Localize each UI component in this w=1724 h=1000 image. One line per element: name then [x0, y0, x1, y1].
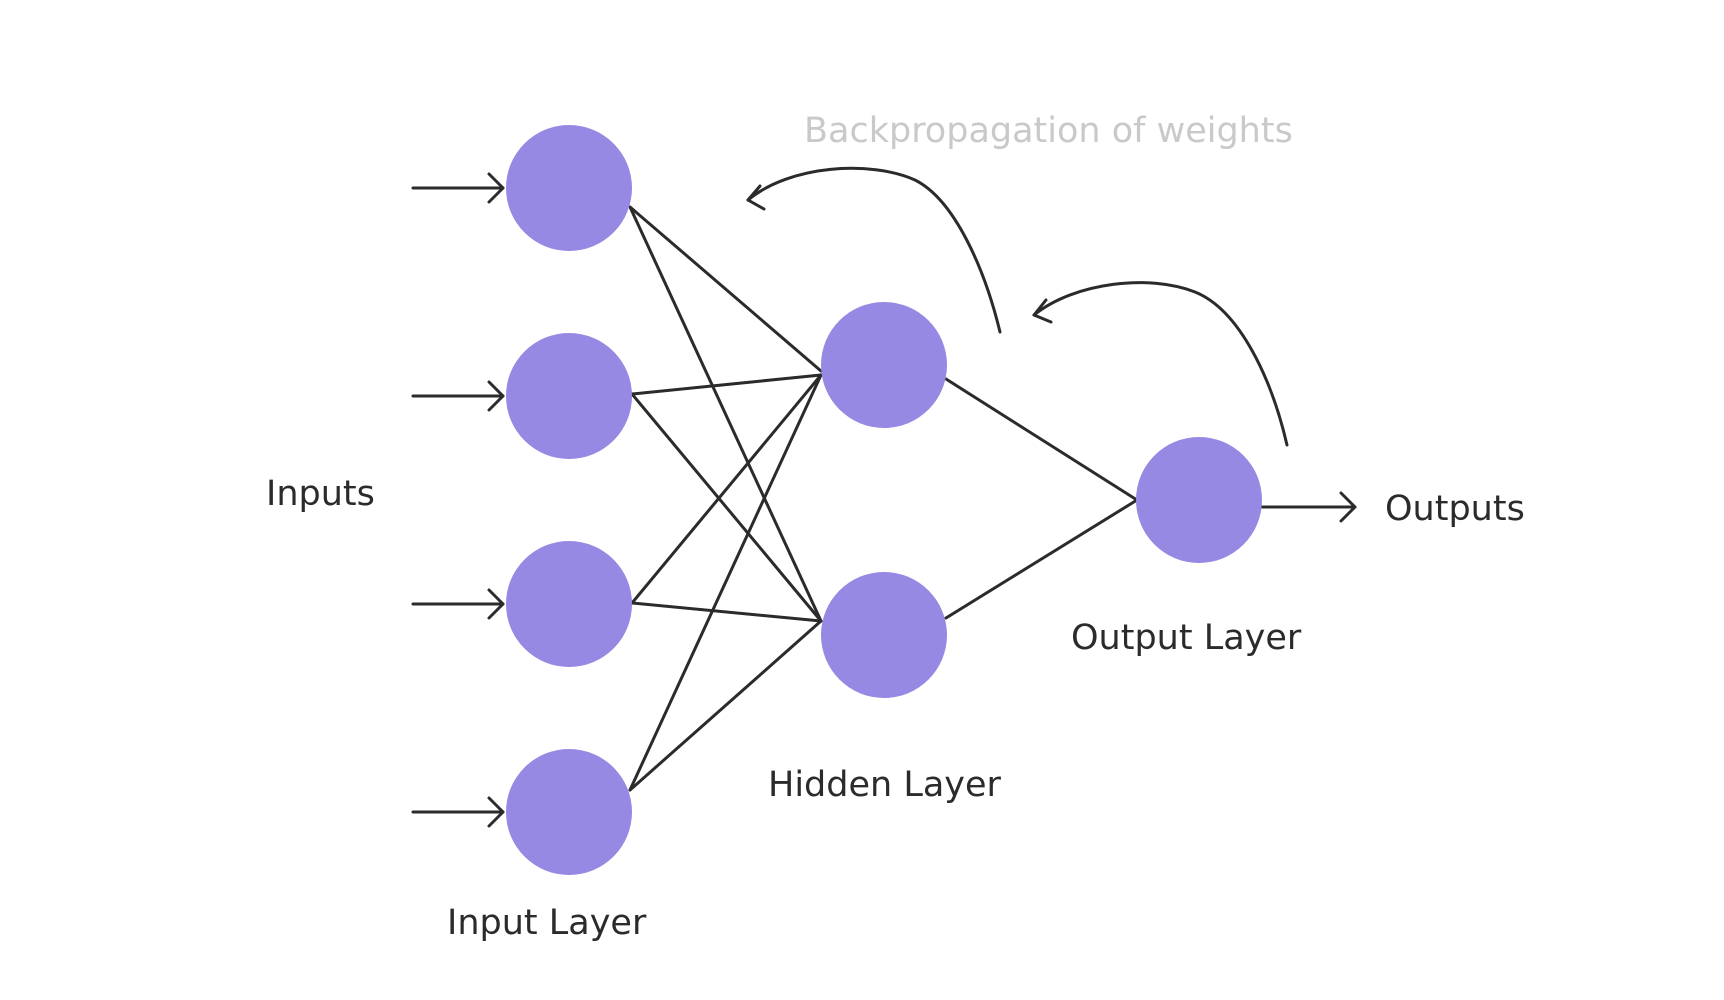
- outputs-label: Outputs: [1385, 489, 1525, 529]
- backprop-arrow-1: [746, 166, 1002, 334]
- input-hidden-connections: [628, 205, 823, 792]
- output-arrow: [1260, 491, 1357, 523]
- input-arrow-1: [411, 172, 505, 204]
- hidden-node-1: [821, 302, 947, 428]
- input-node-4: [506, 749, 632, 875]
- input-layer-nodes: [506, 125, 632, 875]
- backprop-arrow-2: [1032, 281, 1289, 447]
- hidden-layer-nodes: [821, 302, 947, 698]
- hidden-output-connections: [944, 377, 1139, 620]
- backprop-label: Backpropagation of weights: [804, 111, 1293, 151]
- input-node-2: [506, 333, 632, 459]
- hidden-layer-label: Hidden Layer: [768, 765, 1002, 805]
- edge-i3-h2: [630, 601, 823, 623]
- input-layer-label: Input Layer: [447, 903, 647, 943]
- edge-i3-h1: [630, 373, 823, 605]
- inputs-label: Inputs: [266, 474, 375, 514]
- edge-h1-o1: [944, 377, 1139, 502]
- edge-i1-h2: [628, 205, 823, 623]
- input-arrow-2: [411, 380, 505, 412]
- edge-h2-o1: [944, 498, 1139, 620]
- edge-i1-h1: [628, 205, 823, 373]
- output-layer-nodes: [1136, 437, 1262, 563]
- output-node-1: [1136, 437, 1262, 563]
- edge-i4-h1: [628, 373, 823, 792]
- input-arrow-3: [411, 588, 505, 620]
- edge-i2-h1: [630, 373, 823, 396]
- output-layer-label: Output Layer: [1071, 618, 1302, 658]
- input-arrows: [411, 172, 505, 828]
- input-arrow-4: [411, 796, 505, 828]
- edge-i4-h2: [628, 619, 823, 792]
- input-node-1: [506, 125, 632, 251]
- input-node-3: [506, 541, 632, 667]
- edge-i2-h2: [630, 392, 823, 623]
- hidden-node-2: [821, 572, 947, 698]
